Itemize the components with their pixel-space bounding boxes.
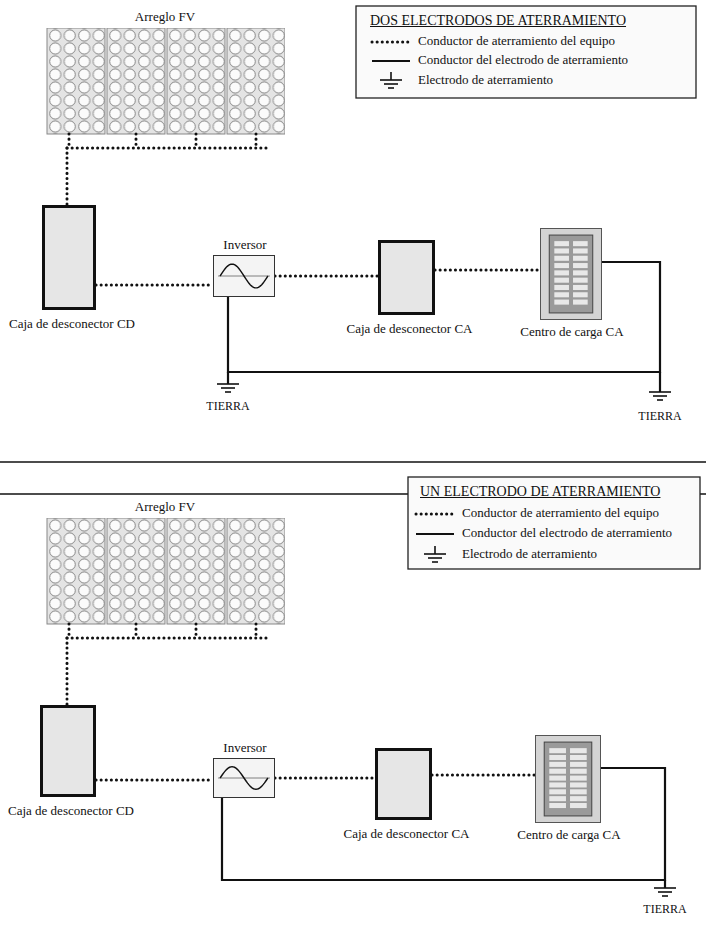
ground-wire <box>664 880 666 888</box>
legend-title: UN ELECTRODO DE ATERRAMIENTO <box>420 484 660 500</box>
breaker-panel-drawing <box>541 229 601 319</box>
legend-box <box>408 477 700 569</box>
sine-wave-symbol <box>214 759 274 797</box>
ground-symbol <box>649 392 671 400</box>
grounding-drop <box>68 624 71 638</box>
pv-module <box>107 518 165 624</box>
ground-wire <box>227 372 229 384</box>
ground-bar <box>388 87 394 89</box>
node-label: Inversor <box>223 741 266 756</box>
divider-line <box>0 461 706 463</box>
ground-bar <box>384 83 398 85</box>
node-label: Caja de desconector CA <box>344 827 470 842</box>
ground-symbol <box>654 888 676 896</box>
grounding-drop <box>195 134 198 148</box>
ground-symbol <box>380 80 402 88</box>
pv-array-drawing <box>45 28 285 158</box>
node-label: Caja de desconector CA <box>347 322 473 337</box>
pv-module <box>227 518 285 624</box>
grounding-drop <box>135 134 138 148</box>
legend-sample-dotted <box>372 41 410 44</box>
node-label: Arreglo FV <box>135 500 195 515</box>
node-label: Arreglo FV <box>135 10 195 25</box>
grounding-drop <box>135 624 138 638</box>
dc-disconnect-box: Caja de desconector CD <box>42 205 96 310</box>
legend-entry: Electrodo de aterramiento <box>418 73 553 88</box>
ground-bar <box>662 895 668 897</box>
load-center: Centro de carga CA <box>535 735 601 823</box>
ground-bar <box>217 383 239 385</box>
legend-box <box>356 6 696 98</box>
pv-array: Arreglo FV <box>45 28 285 158</box>
pv-module <box>107 28 165 134</box>
pv-module <box>47 28 105 134</box>
equipment-grounding-conductor <box>96 779 213 782</box>
equipment-grounding-conductor <box>66 648 69 705</box>
inverter-box: Inversor <box>213 758 275 798</box>
grounding-bus <box>67 637 267 640</box>
dc-disconnect-box: Caja de desconector CD <box>40 705 96 797</box>
ground-symbol <box>424 554 446 562</box>
equipment-grounding-conductor <box>96 284 213 287</box>
ground-label: TIERRA <box>638 410 681 424</box>
ground-bar <box>428 557 442 559</box>
ac-disconnect-box: Caja de desconector CA <box>378 240 435 315</box>
node-label: Centro de carga CA <box>520 325 623 340</box>
legend-entry: Conductor de aterramiento del equipo <box>418 34 615 49</box>
ground-bar <box>654 887 676 889</box>
ground-label: TIERRA <box>643 903 686 917</box>
breaker-panel-drawing <box>536 736 600 822</box>
pv-module <box>167 28 225 134</box>
grounding-drop <box>255 624 258 638</box>
legend-entry: Electrodo de aterramiento <box>462 547 597 562</box>
inverter-box: Inversor <box>213 255 275 297</box>
ground-bar <box>380 79 402 81</box>
ground-bar <box>424 553 446 555</box>
legend-entry: Conductor del electrodo de aterramiento <box>418 53 628 68</box>
legend-sample-solid <box>416 533 454 535</box>
ac-disconnect-box: Caja de desconector CA <box>375 748 432 820</box>
grounding-bus <box>67 147 267 150</box>
equipment-grounding-conductor <box>435 269 540 272</box>
sine-wave-symbol <box>214 256 274 296</box>
pv-array: Arreglo FV <box>45 518 285 648</box>
equipment-grounding-conductor <box>66 158 69 205</box>
node-label: Caja de desconector CD <box>9 317 135 332</box>
ground-symbol <box>217 384 239 392</box>
load-center: Centro de carga CA <box>540 228 602 320</box>
legend-sample-ground <box>390 72 392 80</box>
pv-module <box>227 28 285 134</box>
ground-bar <box>649 391 671 393</box>
ground-bar <box>658 891 672 893</box>
grounding-drop <box>66 148 69 158</box>
pv-module <box>47 518 105 624</box>
legend-sample-solid <box>372 60 410 62</box>
grounding-drop <box>255 134 258 148</box>
ground-bar <box>432 561 438 563</box>
pv-array-drawing <box>45 518 285 648</box>
legend-sample-dotted <box>416 513 454 516</box>
node-label: Centro de carga CA <box>517 828 620 843</box>
ground-wire <box>659 372 661 392</box>
ground-label: TIERRA <box>206 400 249 414</box>
equipment-grounding-conductor <box>275 777 375 780</box>
ground-bar <box>657 399 663 401</box>
grounding-drop <box>66 638 69 648</box>
legend-entry: Conductor del electrodo de aterramiento <box>462 526 672 541</box>
legend-sample-ground <box>434 546 436 554</box>
node-label: Caja de desconector CD <box>8 804 134 819</box>
equipment-grounding-conductor <box>275 275 378 278</box>
ground-bar <box>225 391 231 393</box>
ground-bar <box>653 395 667 397</box>
equipment-grounding-conductor <box>432 774 535 777</box>
legend-title: DOS ELECTRODOS DE ATERRAMIENTO <box>370 13 626 29</box>
grounding-drop <box>68 134 71 148</box>
legend-entry: Conductor de aterramiento del equipo <box>462 506 659 521</box>
ground-bar <box>221 387 235 389</box>
node-label: Inversor <box>223 238 266 253</box>
pv-module <box>167 518 225 624</box>
grounding-drop <box>195 624 198 638</box>
